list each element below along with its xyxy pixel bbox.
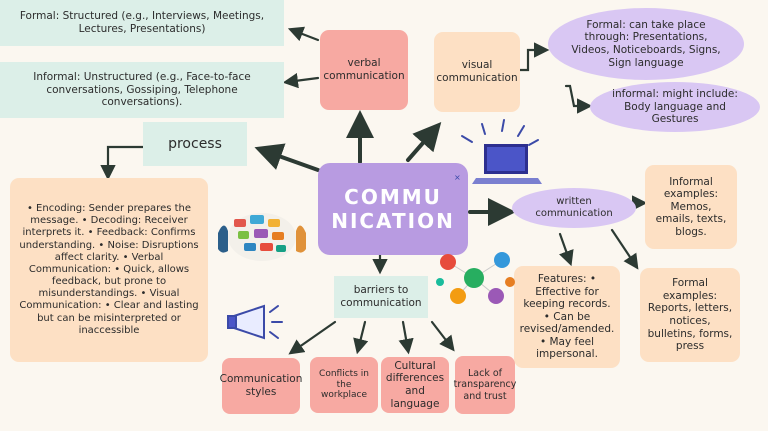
barrier-label: Conflicts in the workplace (319, 368, 369, 401)
verbal-node: verbal communication (320, 30, 408, 110)
arrow-barrier-3 (398, 320, 414, 355)
arrow-barrier-4 (430, 320, 455, 352)
social-network-icon (436, 252, 515, 304)
arrow-verbal-informal (282, 72, 320, 89)
visual-node: visual communication (434, 32, 520, 112)
formal-examples-text: Formal examples: Reports, letters, notic… (647, 277, 733, 353)
laptop-icon: × (454, 119, 542, 184)
barriers-node: barriers to communication (334, 276, 428, 318)
barrier-lack-transparency: Lack of transparency and trust (453, 356, 517, 414)
written-label: written communication (535, 196, 613, 219)
barrier-conflicts-workplace: Conflicts in the workplace (310, 357, 378, 413)
formal-visual-text: Formal: can take place through: Presenta… (571, 18, 721, 69)
arrow-barrier-2 (353, 320, 369, 355)
informal-examples-text: Informal examples: Memos, emails, texts,… (655, 175, 727, 238)
arrow-visual-formal (518, 42, 550, 72)
arrow-process-details (100, 145, 147, 181)
megaphone-icon (227, 304, 283, 340)
features-text: Features: • Effective for keeping record… (519, 272, 615, 361)
informal-visual-text: informal: might include: Body language a… (612, 88, 738, 126)
formal-verbal-text: Formal: Structured (e.g., Interviews, Me… (19, 10, 265, 35)
formal-examples-node: Formal examples: Reports, letters, notic… (640, 268, 740, 362)
arrow-written-formal (610, 228, 639, 270)
barrier-label: Cultural differences and language (385, 359, 445, 410)
formal-verbal-node: Formal: Structured (e.g., Interviews, Me… (0, 0, 284, 46)
process-details-node: • Encoding: Sender prepares the message.… (10, 178, 208, 362)
process-node: process (143, 122, 247, 166)
svg-text:×: × (454, 173, 461, 182)
arrow-barrier-1 (288, 320, 337, 355)
written-node: written communication (512, 188, 636, 228)
process-details-text: • Encoding: Sender prepares the message.… (19, 202, 199, 336)
arrow-center-process (254, 143, 320, 172)
features-node: Features: • Effective for keeping record… (514, 266, 620, 368)
arrow-written-features (558, 232, 574, 267)
central-node: COMMU NICATION (318, 163, 468, 255)
verbal-label: verbal communication (323, 57, 405, 82)
informal-visual-node: informal: might include: Body language a… (590, 82, 760, 132)
arrow-verbal-formal (287, 26, 320, 42)
barriers-label: barriers to communication (340, 284, 422, 309)
informal-verbal-text: Informal: Unstructured (e.g., Face-to-fa… (33, 71, 251, 109)
arrow-center-visual (406, 121, 442, 162)
barrier-communication-styles: Communication styles (219, 358, 303, 414)
informal-verbal-node: Informal: Unstructured (e.g., Face-to-fa… (0, 62, 284, 118)
formal-visual-node: Formal: can take place through: Presenta… (548, 8, 744, 80)
barrier-label: Communication styles (219, 373, 303, 398)
process-label: process (168, 135, 222, 152)
visual-label: visual communication (436, 59, 518, 84)
central-label: COMMU NICATION (331, 185, 455, 233)
barrier-cultural-differences: Cultural differences and language (381, 357, 449, 413)
barrier-label: Lack of transparency and trust (453, 367, 517, 402)
arrow-visual-informal (564, 84, 593, 114)
informal-examples-node: Informal examples: Memos, emails, texts,… (645, 165, 737, 249)
speech-bubbles-icon (218, 213, 306, 261)
